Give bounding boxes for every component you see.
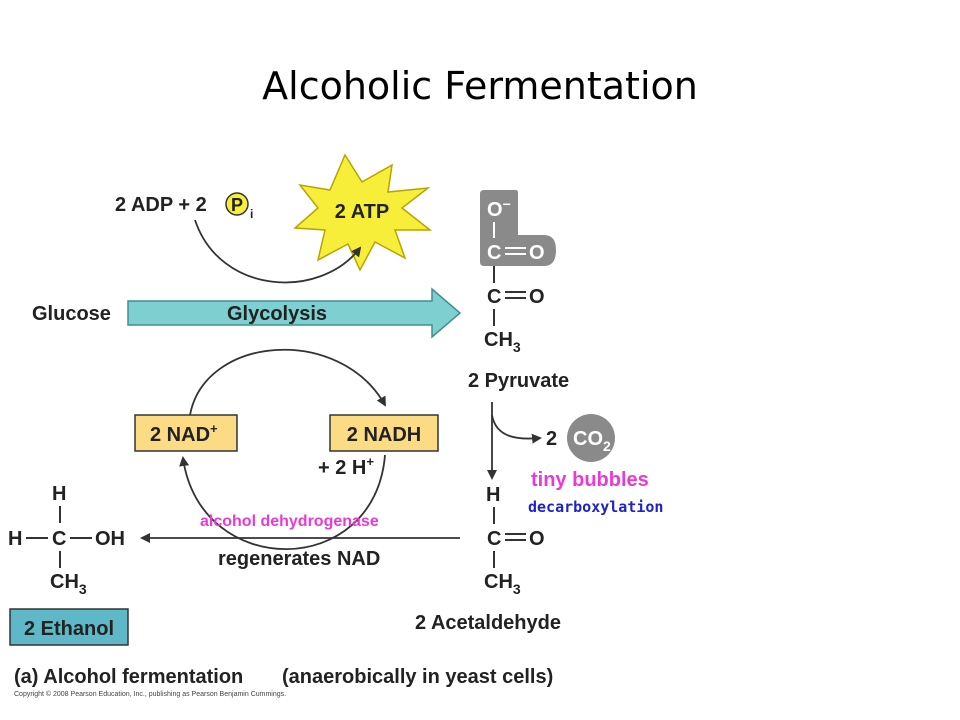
phosphate-subscript: i [250,207,253,221]
acetaldehyde-ch3: CH3 [484,571,521,597]
acetaldehyde-h: H [486,484,500,506]
nad-arc-arrow [189,349,386,416]
ethanol-label: 2 Ethanol [24,618,114,640]
caption-title: (a) Alcohol fermentation [14,666,243,688]
pyruvate-o-minus: O− [487,196,511,221]
carboxyl-group-highlight [480,190,556,266]
ethanol-oh: OH [95,528,125,550]
co2-label: CO2 [573,428,611,454]
adp-label: 2 ADP + 2 [115,194,207,216]
caption-note: (anaerobically in yeast cells) [282,666,553,688]
regenerates-label: regenerates NAD [218,548,380,570]
atp-burst [293,153,433,272]
co2-release-arrow [491,414,542,444]
ethanol-ch3: CH3 [50,571,87,597]
pyruvate-label: 2 Pyruvate [468,370,569,392]
pyruvate-o2: O [529,286,545,308]
ethanol-h-top: H [52,483,66,505]
glucose-label: Glucose [32,303,111,325]
atp-label: 2 ATP [335,201,389,223]
nadh-box [329,414,439,452]
page-title: Alcoholic Fermentation [262,64,698,108]
acetaldehyde-o: O [529,528,545,550]
ethanol-c: C [52,528,66,550]
enzyme-label: alcohol dehydrogenase [200,513,379,530]
acetaldehyde-label: 2 Acetaldehyde [415,612,561,634]
pyruvate-ch3: CH3 [484,329,521,355]
phosphate-symbol: P [231,195,243,215]
nad-label: 2 NAD+ [150,421,218,446]
pyruvate-c2: C [487,286,501,308]
tiny-bubbles-label: tiny bubbles [531,469,649,491]
h-ions-label: + 2 H+ [318,454,374,479]
acetaldehyde-c: C [487,528,501,550]
regeneration-arc-arrow [179,454,386,550]
pyruvate-o1: O [529,242,545,264]
pyruvate-c1: C [487,242,501,264]
ethanol-box [9,608,129,646]
ethanol-h-left: H [8,528,22,550]
phosphate-icon [225,192,249,216]
atp-arc-arrow [194,219,362,284]
copyright-notice: Copyright © 2008 Pearson Education, Inc.… [14,690,286,698]
decarboxylation-label: decarboxylation [528,498,663,516]
co2-bubble [567,414,615,462]
nadh-label: 2 NADH [347,424,421,446]
co2-coefficient: 2 [546,428,557,450]
glycolysis-label: Glycolysis [227,303,327,325]
nad-box [134,414,238,452]
glycolysis-arrow [127,287,462,339]
